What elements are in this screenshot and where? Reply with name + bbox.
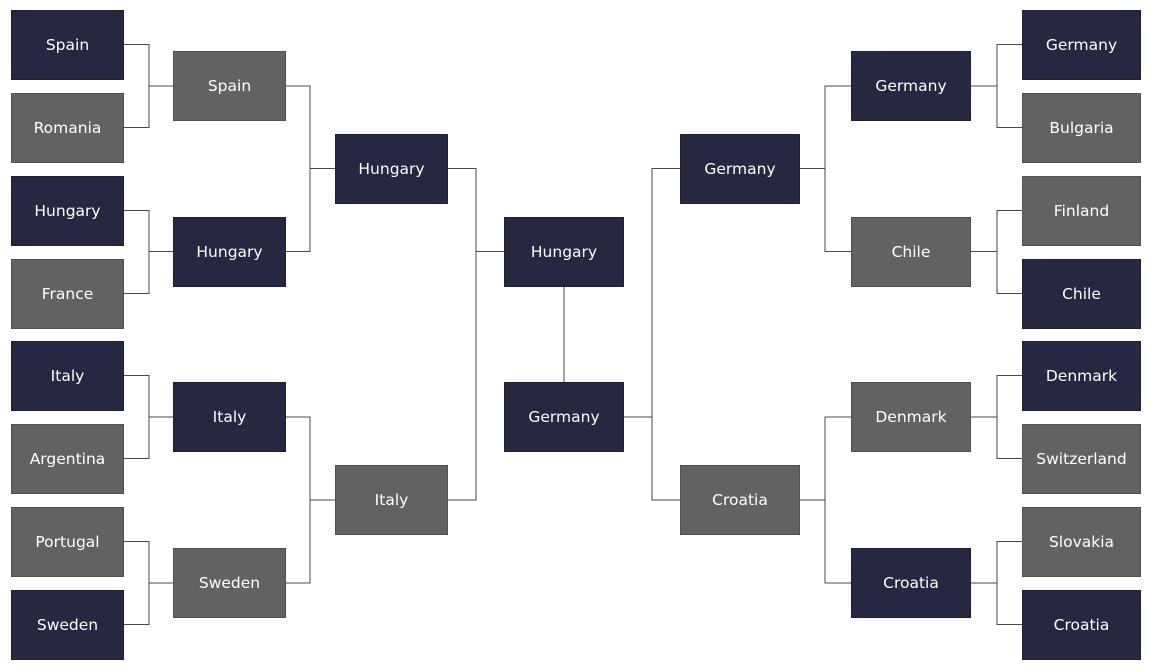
team-box-right-r1: Bulgaria (1022, 92, 1141, 163)
team-box-right-r3: Germany (680, 133, 800, 204)
connector-left-r1-pair (124, 375, 150, 459)
connector-right-r2-pair (824, 416, 851, 584)
connector-left-r1-pair (124, 44, 150, 128)
team-box-left-r2: Spain (173, 51, 286, 121)
team-box-left-r1: Romania (11, 92, 124, 163)
team-box-left-r1: Spain (11, 9, 124, 80)
team-box-right-r1: Denmark (1022, 340, 1141, 411)
team-box-left-r1: Argentina (11, 423, 124, 494)
team-box-right-r2: Croatia (851, 548, 971, 618)
team-box-right-r1: Chile (1022, 258, 1141, 329)
team-box-right-r2: Germany (851, 51, 971, 121)
connector-left-r2-pair (286, 85, 311, 252)
team-box-final: Germany (504, 382, 624, 452)
team-box-final: Hungary (504, 216, 624, 287)
connector-left-r3-pair (448, 168, 477, 501)
connector-left-r1-pair (124, 541, 150, 625)
team-box-left-r1: France (11, 258, 124, 329)
connector-right-r1-pair (996, 44, 1022, 128)
connector-right-r1-pair (996, 541, 1022, 625)
team-box-left-r2: Italy (173, 382, 286, 452)
connector-left-r1-pair (124, 210, 150, 294)
team-box-right-r1: Croatia (1022, 589, 1141, 660)
connector-right-r1-pair (996, 375, 1022, 459)
team-box-right-r2: Chile (851, 216, 971, 287)
team-box-right-r1: Germany (1022, 9, 1141, 80)
connector-left-r2-pair (286, 416, 311, 584)
team-box-right-r1: Switzerland (1022, 423, 1141, 494)
team-box-left-r1: Italy (11, 340, 124, 411)
team-box-left-r2: Sweden (173, 548, 286, 618)
connector-right-r3-pair (651, 168, 680, 501)
team-box-left-r2: Hungary (173, 216, 286, 287)
team-box-right-r2: Denmark (851, 382, 971, 452)
team-box-right-r1: Slovakia (1022, 506, 1141, 577)
team-box-right-r1: Finland (1022, 175, 1141, 246)
team-box-left-r3: Hungary (335, 133, 448, 204)
connector-right-r2-pair (824, 85, 851, 252)
team-box-left-r3: Italy (335, 465, 448, 535)
connector-right-r1-pair (996, 210, 1022, 294)
team-box-right-r3: Croatia (680, 465, 800, 535)
team-box-left-r1: Hungary (11, 175, 124, 246)
team-box-left-r1: Sweden (11, 589, 124, 660)
team-box-left-r1: Portugal (11, 506, 124, 577)
